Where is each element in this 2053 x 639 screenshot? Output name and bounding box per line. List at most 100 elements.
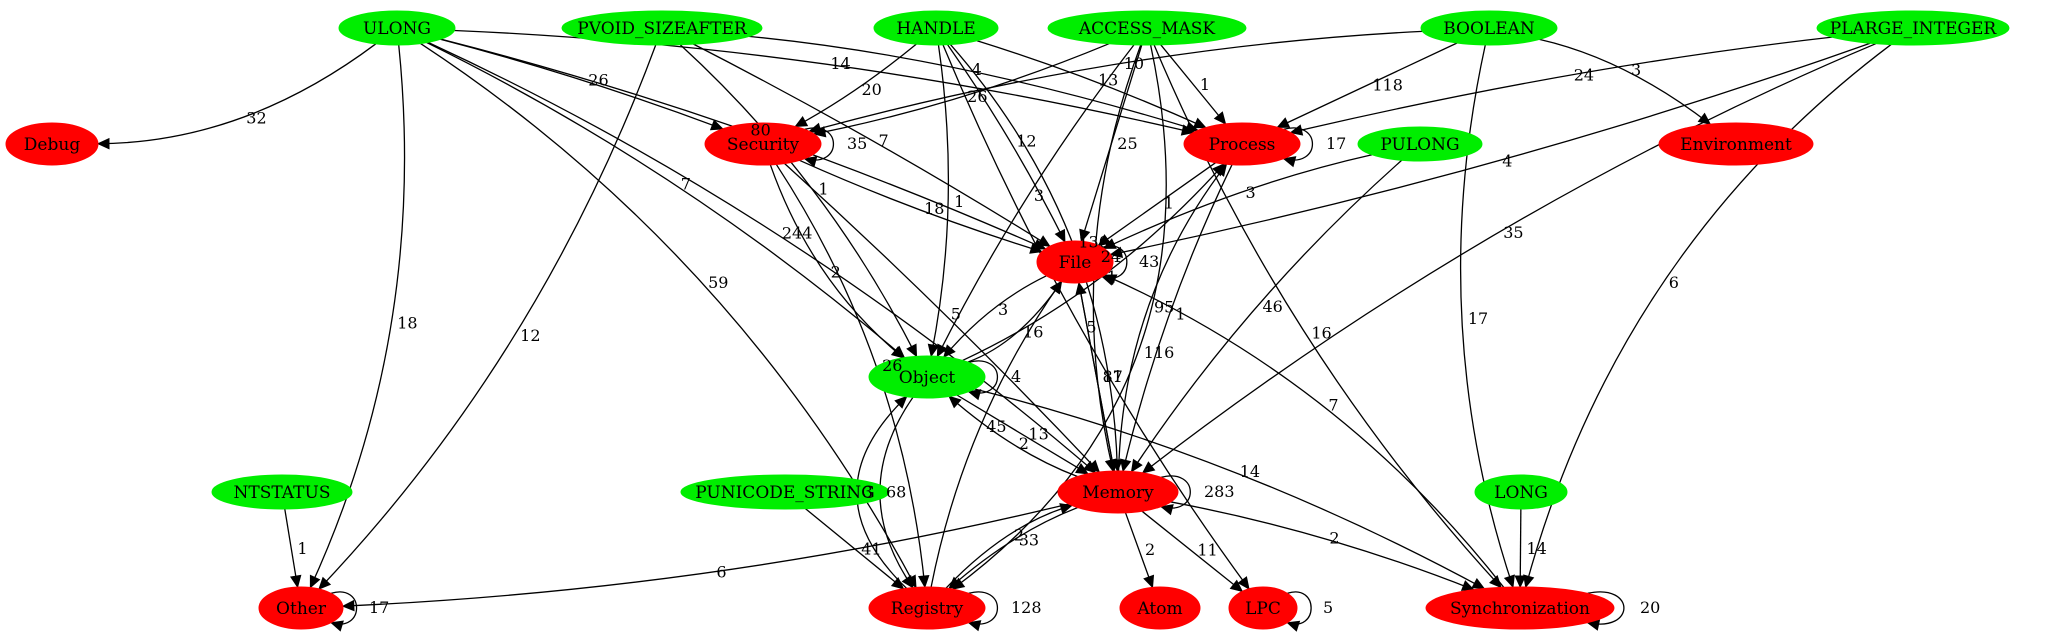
node-punicode-string-label: PUNICODE_STRING — [695, 483, 875, 503]
node-process: Process — [1183, 122, 1301, 166]
node-plarge-integer: PLARGE_INTEGER — [1816, 10, 2010, 46]
node-handle-shape — [873, 10, 999, 46]
edge-process-to-file — [1097, 162, 1216, 247]
node-long-label: LONG — [1494, 483, 1548, 503]
edge-memory-to-process-arrowhead — [1214, 163, 1228, 177]
node-atom-shape — [1119, 586, 1201, 630]
edge-synchronization-to-file-line — [1104, 274, 1505, 588]
node-boolean: BOOLEAN — [1420, 10, 1558, 46]
edge-lpc-to-lpc-label: 5 — [1323, 598, 1333, 617]
edge-memory-to-process — [1117, 163, 1228, 472]
edge-synchronization-to-synchronization-label: 20 — [1640, 598, 1660, 617]
edge-access-mask-to-file-arrowhead — [1079, 228, 1091, 243]
edge-memory-to-file — [1075, 281, 1115, 472]
edge-security-to-registry-label: 26 — [882, 356, 902, 375]
edge-boolean-to-environment-line — [1539, 38, 1711, 125]
edge-object-to-synchronization — [974, 388, 1486, 590]
edge-plarge-integer-to-process — [1289, 36, 1833, 136]
node-other-label: Other — [276, 599, 327, 619]
edge-ulong-to-memory-label: 244 — [782, 223, 813, 242]
edge-ulong-to-file-label: 80 — [750, 120, 770, 139]
node-ntstatus: NTSTATUS — [211, 474, 353, 510]
edge-handle-to-lpc-label: 5 — [1086, 317, 1096, 336]
edge-pvoid-sizeafter-to-object-label: 1 — [818, 179, 828, 198]
node-ulong-shape — [338, 10, 456, 46]
edge-registry-to-file-label: 45 — [986, 417, 1006, 436]
edge-pvoid-sizeafter-to-process-label: 4 — [972, 60, 982, 79]
node-debug-shape — [5, 122, 99, 166]
edge-object-to-object — [967, 360, 999, 401]
edge-handle-to-object — [927, 44, 950, 358]
edge-pvoid-sizeafter-to-file-arrowhead — [1036, 235, 1051, 247]
edge-pvoid-sizeafter-to-process-arrowhead — [1185, 121, 1199, 133]
node-security-label: Security — [727, 135, 800, 155]
edge-plarge-integer-to-process-arrowhead — [1289, 124, 1304, 136]
edge-file-to-memory-label: 11 — [1102, 367, 1122, 386]
edge-synchronization-to-file — [1103, 274, 1505, 588]
edge-registry-to-memory — [945, 503, 1074, 589]
edge-boolean-to-synchronization-label: 17 — [1468, 309, 1488, 328]
edge-pvoid-sizeafter-to-file — [693, 43, 1051, 247]
edge-handle-to-process-label: 13 — [1098, 70, 1118, 89]
edge-boolean-to-environment — [1539, 38, 1712, 125]
edge-pvoid-sizeafter-to-process — [748, 35, 1199, 133]
edge-object-to-object-label: 4 — [1011, 367, 1021, 386]
edge-boolean-to-security-label: 10 — [1124, 54, 1144, 73]
edge-other-to-other-label: 17 — [369, 598, 389, 617]
node-access-mask: ACCESS_MASK — [1047, 10, 1247, 46]
edge-memory-to-object-label: 2 — [1019, 434, 1029, 453]
edge-memory-to-object-line — [948, 395, 1078, 478]
edge-memory-to-other-line — [342, 503, 1069, 607]
edge-ulong-to-object — [426, 42, 906, 359]
edge-memory-to-file-arrowhead — [1075, 281, 1087, 296]
node-synchronization: Synchronization — [1425, 586, 1615, 630]
edge-registry-to-memory-arrowhead — [1059, 503, 1074, 515]
node-long-shape — [1474, 474, 1568, 510]
edge-security-to-memory-arrowhead — [1087, 459, 1101, 473]
node-atom-label: Atom — [1136, 599, 1182, 619]
edge-long-to-synchronization — [1514, 508, 1527, 589]
edge-boolean-to-synchronization — [1459, 44, 1515, 589]
edge-memory-to-other-label: 6 — [716, 562, 726, 581]
edge-pvoid-sizeafter-to-other-arrowhead — [318, 576, 332, 590]
edge-access-mask-to-file-label: 25 — [1117, 134, 1137, 153]
edge-pvoid-sizeafter-to-object-arrowhead — [906, 343, 918, 358]
edge-lpc-to-lpc — [1286, 591, 1312, 632]
node-lpc: LPC — [1228, 586, 1298, 630]
edge-security-to-registry-arrowhead — [917, 574, 930, 589]
edge-memory-to-lpc-label: 11 — [1197, 541, 1217, 560]
node-pulong-label: PULONG — [1380, 135, 1459, 155]
edge-access-mask-to-object — [936, 44, 1135, 358]
node-handle: HANDLE — [873, 10, 999, 46]
edge-security-to-security — [803, 127, 835, 168]
edge-memory-to-registry-label: 33 — [1019, 530, 1039, 549]
node-pvoid-sizeafter-shape — [561, 10, 763, 46]
edge-pvoid-sizeafter-to-file-line — [693, 43, 1051, 247]
edge-handle-to-file — [947, 44, 1066, 243]
edge-handle-to-security-arrowhead — [794, 116, 809, 128]
edge-lpc-to-lpc-arrowhead — [1286, 620, 1301, 632]
edge-memory-to-lpc-line — [1141, 510, 1243, 592]
edge-pulong-to-memory-arrowhead — [1130, 458, 1143, 473]
edge-ulong-to-registry-label: 59 — [708, 273, 728, 292]
edge-ulong-to-other-label: 18 — [397, 314, 417, 333]
edge-memory-to-lpc-arrowhead — [1229, 579, 1244, 593]
edge-boolean-to-process — [1276, 42, 1458, 128]
edge-registry-to-file-line — [930, 281, 1062, 588]
edge-access-mask-to-synchronization-label: 16 — [1311, 323, 1331, 342]
node-process-label: Process — [1209, 135, 1276, 155]
edge-handle-to-file-line — [947, 44, 1066, 243]
edge-ntstatus-to-other-label: 1 — [297, 539, 307, 558]
node-object-shape — [868, 355, 986, 399]
edge-ulong-to-object-label: 7 — [681, 175, 691, 194]
edge-memory-to-memory-arrowhead — [1160, 504, 1174, 516]
edge-security-to-memory-label: 5 — [951, 304, 961, 323]
edge-object-to-registry-label: 68 — [886, 483, 906, 502]
edge-ulong-to-security-arrowhead — [709, 119, 724, 131]
node-synchronization-shape — [1425, 586, 1615, 630]
node-lpc-label: LPC — [1245, 599, 1281, 619]
edge-process-to-process-arrowhead — [1282, 156, 1297, 168]
node-memory-label: Memory — [1082, 483, 1154, 503]
edge-registry-to-file-arrowhead — [1049, 280, 1062, 295]
edge-plarge-integer-to-memory-label: 35 — [1503, 223, 1523, 242]
